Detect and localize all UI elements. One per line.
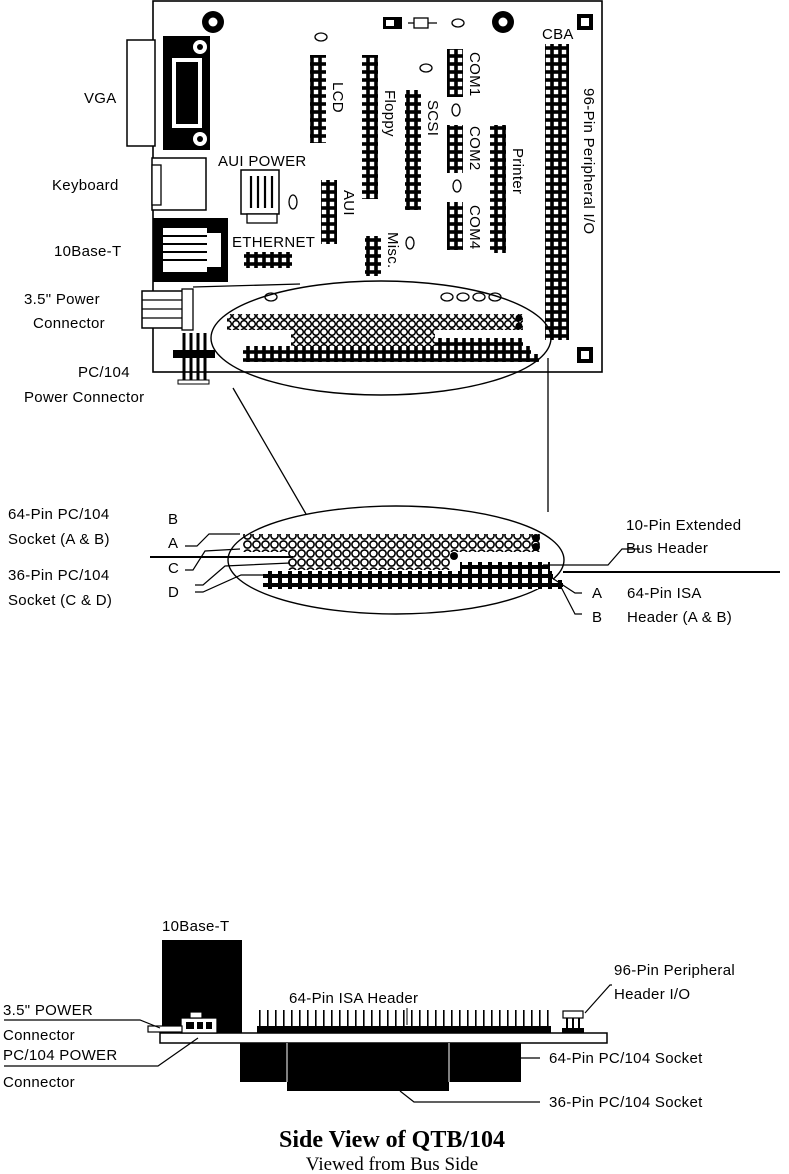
label-cba: CBA [542,26,574,43]
label-side-sock36: 36-Pin PC/104 Socket [549,1094,703,1111]
label-side-periph-line2: Header I/O [614,986,690,1003]
caption-title: Side View of QTB/104 [279,1127,505,1153]
label-side-isa-header: 64-Pin ISA Header [289,990,418,1007]
label-side-pc104pow-line2: Connector [3,1074,75,1091]
floppy-header [362,55,378,199]
label-side-10base-t: 10Base-T [162,918,229,935]
label-row-a: A [168,535,178,552]
label-side-power35-line1: 3.5" POWER [3,1002,93,1019]
label-sock64-line1: 64-Pin PC/104 [8,506,109,523]
side-view: 10Base-T 64-Pin ISA Header 96-Pin Periph… [3,918,735,1111]
label-vga: VGA [84,90,117,107]
label-power35-line1: 3.5" Power [24,291,100,308]
label-floppy: Floppy [381,90,398,137]
label-com1: COM1 [466,52,483,97]
label-keyboard: Keyboard [52,177,119,194]
com1-header [447,49,463,97]
label-lcd: LCD [329,82,346,113]
pc104-power-connector [173,333,215,385]
label-isa64-line1: 64-Pin ISA [627,585,702,602]
label-isa-row-a: A [592,585,602,602]
label-aui-power: AUI POWER [218,153,307,170]
scsi-header [405,90,421,210]
pc104-bus-area [210,280,552,396]
label-printer: Printer [509,148,526,194]
keyboard-connector [151,157,207,211]
caption-subtitle: Viewed from Bus Side [306,1154,478,1174]
label-ethernet: ETHERNET [232,234,315,251]
label-pc104-power-line2: Power Connector [24,389,144,406]
label-com4: COM4 [466,205,483,250]
label-side-sock64: 64-Pin PC/104 Socket [549,1050,703,1067]
ethernet-header [244,252,292,268]
rj45-connector [153,218,228,282]
side-isa-header [258,1010,550,1026]
label-side-pc104pow-line1: PC/104 POWER [3,1047,117,1064]
lcd-header [310,55,326,143]
side-board [159,1032,608,1044]
label-misc: Misc. [384,232,401,269]
label-row-d: D [168,584,179,601]
label-isa-row-b: B [592,609,602,626]
zoom-view: 64-Pin PC/104 Socket (A & B) 36-Pin PC/1… [8,505,780,626]
power-35-connector [141,283,301,331]
label-sock64-line2: Socket (A & B) [8,531,110,548]
label-side-power35-line2: Connector [3,1027,75,1044]
label-pc104-power-line1: PC/104 [78,364,130,381]
label-side-periph-line1: 96-Pin Peripheral [614,962,735,979]
label-com2: COM2 [466,126,483,171]
label-scsi: SCSI [424,100,441,136]
label-sock36-line2: Socket (C & D) [8,592,112,609]
periph-96-header [545,44,569,340]
vga-connector [126,36,210,150]
aui-power-connector [240,169,280,224]
label-aui: AUI [340,190,357,216]
label-periph96: 96-Pin Peripheral I/O [580,88,597,234]
label-row-c: C [168,560,179,577]
label-power35-line2: Connector [33,315,105,332]
misc-header [365,236,381,276]
label-sock36-line1: 36-Pin PC/104 [8,567,109,584]
com4-header [447,202,463,250]
label-10base-t: 10Base-T [54,243,121,260]
label-isa64-line2: Header (A & B) [627,609,732,626]
label-ext10-line1: 10-Pin Extended [626,517,741,534]
label-row-b: B [168,511,178,528]
top-view: VGA Keyboard AUI POWER 10Base-T ETHERNET… [24,0,603,406]
aui-header [321,180,337,244]
printer-header [490,125,506,253]
label-ext10-line2: Bus Header [626,540,708,557]
side-socket-36 [287,1043,449,1091]
com2-header [447,125,463,173]
